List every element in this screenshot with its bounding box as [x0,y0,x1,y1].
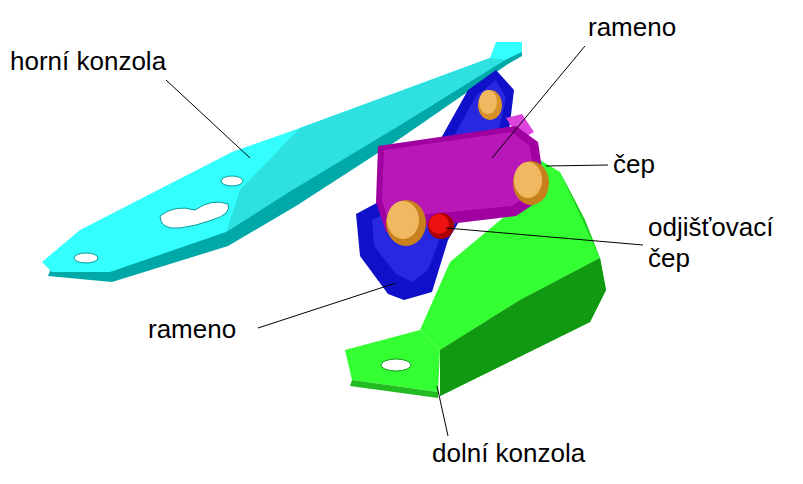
part-label: rameno [148,314,236,345]
part-label: dolní konzola [432,438,585,469]
part-label: horní konzola [10,46,166,77]
part-label: čep [613,149,655,180]
pins [386,161,549,246]
leader-lines [166,46,643,436]
part-label: rameno [588,12,676,43]
part-label: odjišťovací čep [648,212,788,274]
